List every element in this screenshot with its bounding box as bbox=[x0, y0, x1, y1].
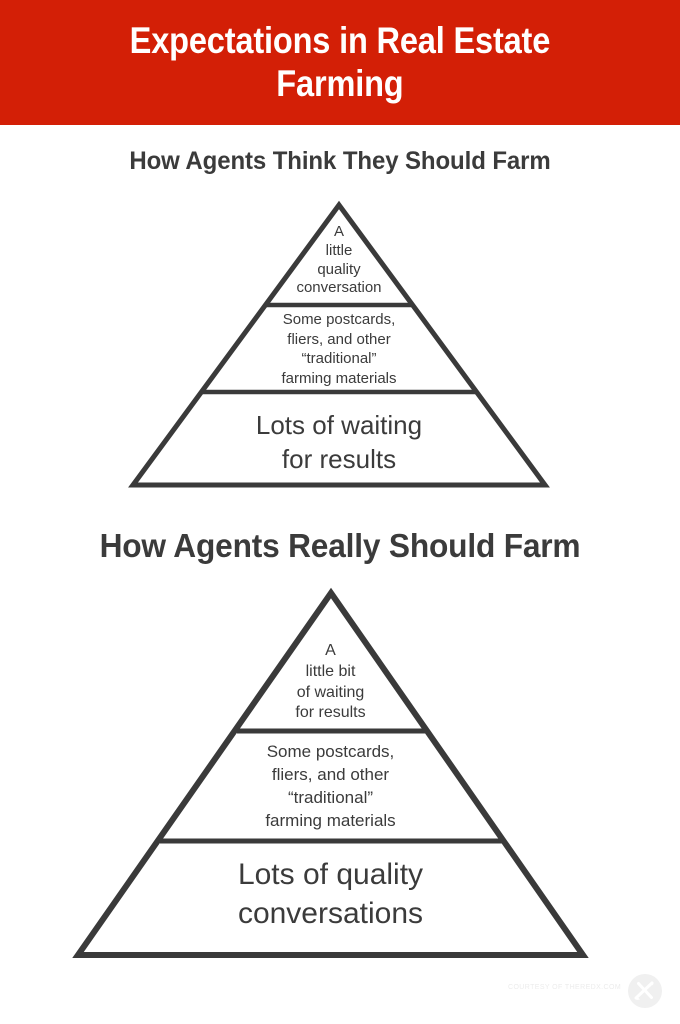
pyramid-how-agents-think: A little quality conversation Some postc… bbox=[125, 197, 553, 493]
section-heading-really: How Agents Really Should Farm bbox=[99, 527, 581, 564]
pyramid-outline bbox=[128, 200, 550, 488]
header-banner: Expectations in Real Estate Farming bbox=[0, 0, 680, 125]
pyramid-tier-middle-label: Some postcards, fliers, and other “tradi… bbox=[265, 742, 396, 830]
pyramid-tier-middle-label: Some postcards, fliers, and other “tradi… bbox=[281, 311, 397, 387]
footer-credit-text: COURTESY OF THEREDX.COM bbox=[508, 984, 622, 991]
pyramid-tier-bottom-label: Lots of waiting for results bbox=[255, 410, 423, 474]
page-title: Expectations in Real Estate Farming bbox=[129, 19, 551, 104]
section-heading-think: How Agents Think They Should Farm bbox=[129, 147, 551, 175]
pyramid-outline bbox=[72, 587, 589, 958]
redx-circle-logo-icon bbox=[626, 972, 664, 1010]
pyramid-tier-bottom-label: Lots of quality conversations bbox=[237, 858, 424, 930]
pyramid-tier-top-label: A little bit of waiting for results bbox=[295, 642, 366, 722]
pyramid-tier-top-label: A little quality conversation bbox=[296, 223, 382, 297]
pyramid-really-shape bbox=[72, 587, 589, 958]
pyramid-how-agents-really-should: A little bit of waiting for results Some… bbox=[70, 585, 591, 963]
pyramid-think-shape bbox=[128, 200, 550, 488]
